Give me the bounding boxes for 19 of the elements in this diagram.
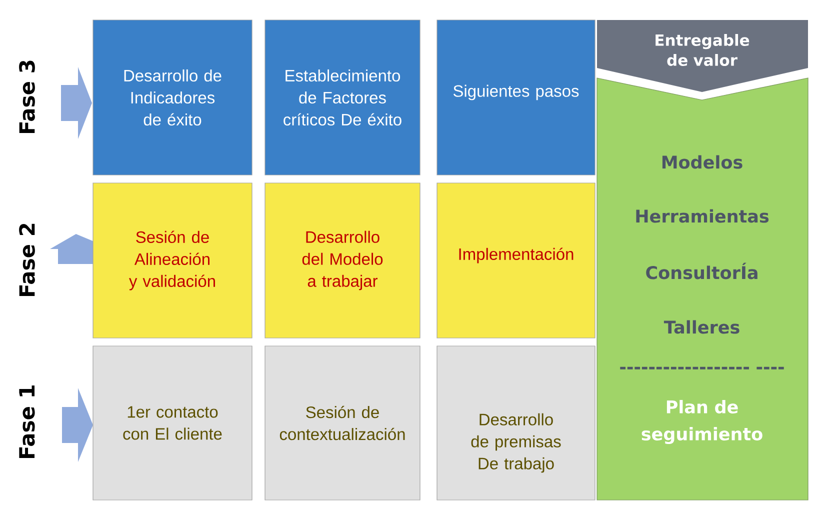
list-item: ------------------ ---- — [620, 366, 784, 370]
process-box: Implementación — [436, 182, 596, 338]
phase-label: Fase 3 — [19, 60, 35, 134]
list-item: ConsultorÍa — [646, 262, 758, 280]
process-box: Desarrollo de Indicadores de éxito — [92, 20, 252, 176]
process-box: Establecimiento de Factores críticos De éxito — [264, 20, 420, 176]
list-item: Talleres — [664, 320, 740, 334]
list-item: Herramientas — [636, 209, 769, 223]
process-box: 1er contacto con El cliente — [92, 346, 252, 500]
header-banner: Entregable de valor — [597, 20, 808, 92]
list-item: Modelos — [662, 155, 742, 169]
process-box: Siguientes pasos — [436, 20, 596, 176]
phase-label: Fase 2 — [19, 224, 35, 296]
process-box: Desarrollo del Modelo a trabajar — [264, 182, 420, 338]
process-box: Sesión de Alineación y validación — [92, 182, 252, 338]
phase-label: Fase 1 — [19, 386, 35, 458]
list-item: Plan de seguimiento — [642, 400, 762, 444]
process-box: Sesión de contextualización — [264, 346, 420, 500]
process-box: Desarrollo de premisas De trabajo — [436, 346, 596, 500]
